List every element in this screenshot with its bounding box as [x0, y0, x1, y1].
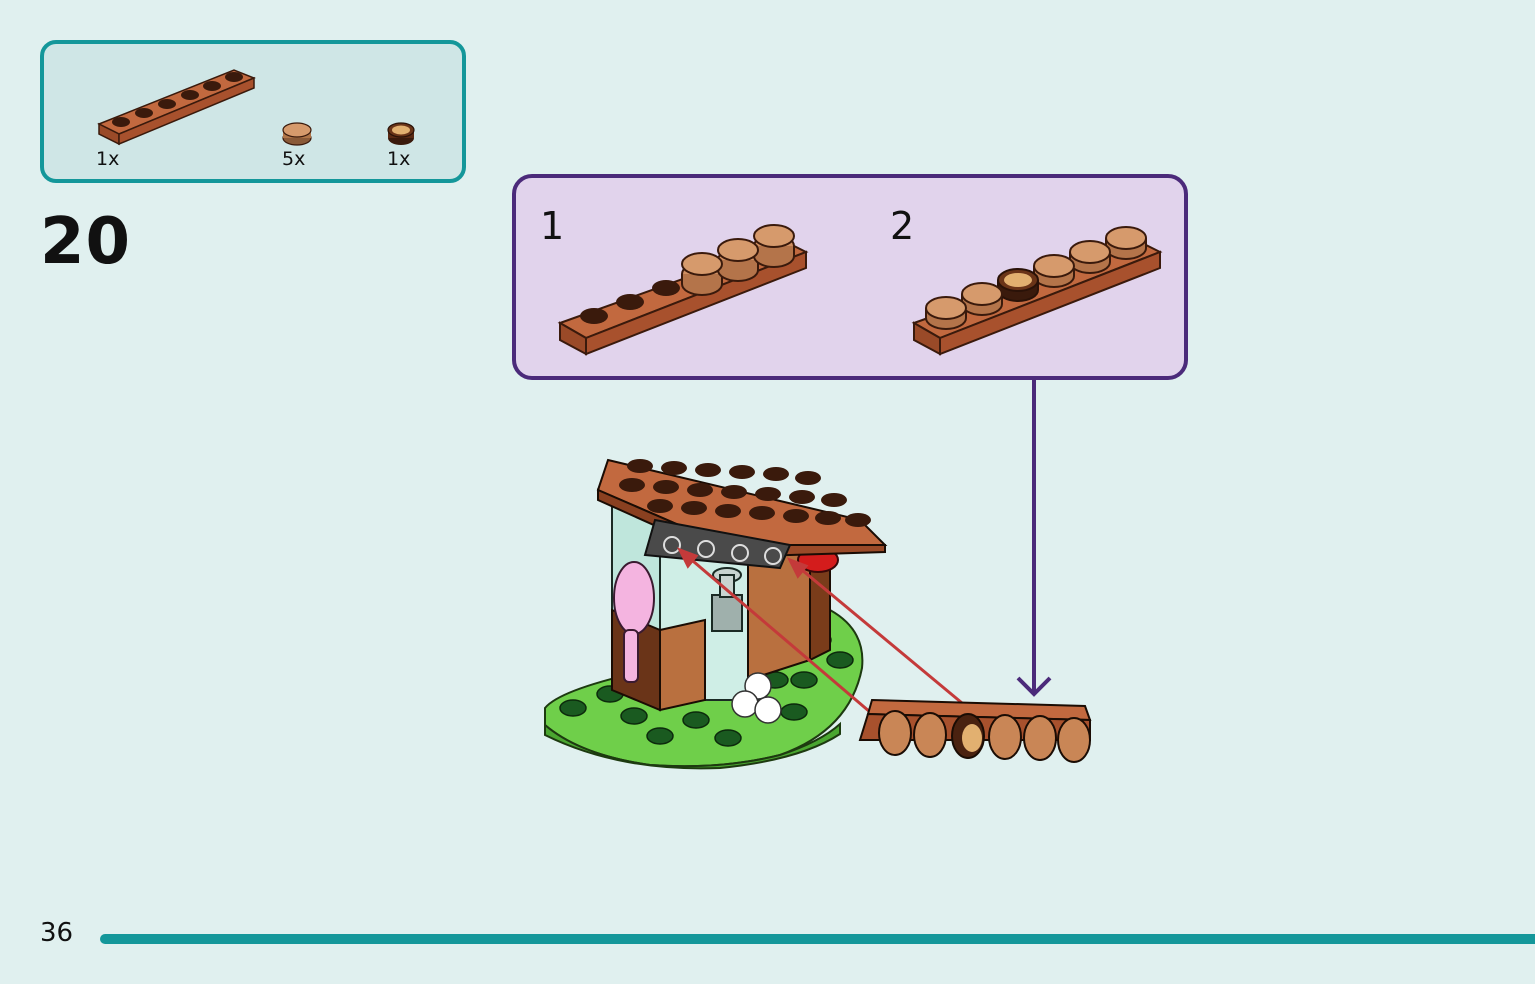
part-qty-plate: 1x: [96, 148, 120, 170]
page-number: 36: [40, 918, 74, 948]
printed-round-tile-icon: [387, 122, 415, 145]
step-number: 20: [40, 205, 132, 279]
substep-1-plate: [557, 224, 809, 356]
substeps-callout: 1 2: [512, 174, 1188, 380]
part-qty-printed-tile: 1x: [387, 148, 411, 170]
tan-round-tile-icon: [282, 122, 312, 146]
substep-2-plate: [911, 226, 1163, 356]
substep-label-1: 1: [540, 204, 565, 248]
parts-list-box: 1x 5x 1x: [40, 40, 466, 183]
brown-plate-icon: [97, 69, 256, 146]
footer-bar: [100, 934, 1535, 944]
gray-clip-plate: [643, 518, 792, 570]
parts-illustration: [97, 69, 415, 146]
substep-label-2: 2: [890, 204, 915, 248]
substeps-illustration: [557, 224, 1163, 356]
new-tile-assembly: [858, 698, 1092, 763]
part-qty-tan-tile: 5x: [282, 148, 306, 170]
placement-arrows: [676, 547, 963, 714]
callout-arrow: [1016, 380, 1052, 697]
